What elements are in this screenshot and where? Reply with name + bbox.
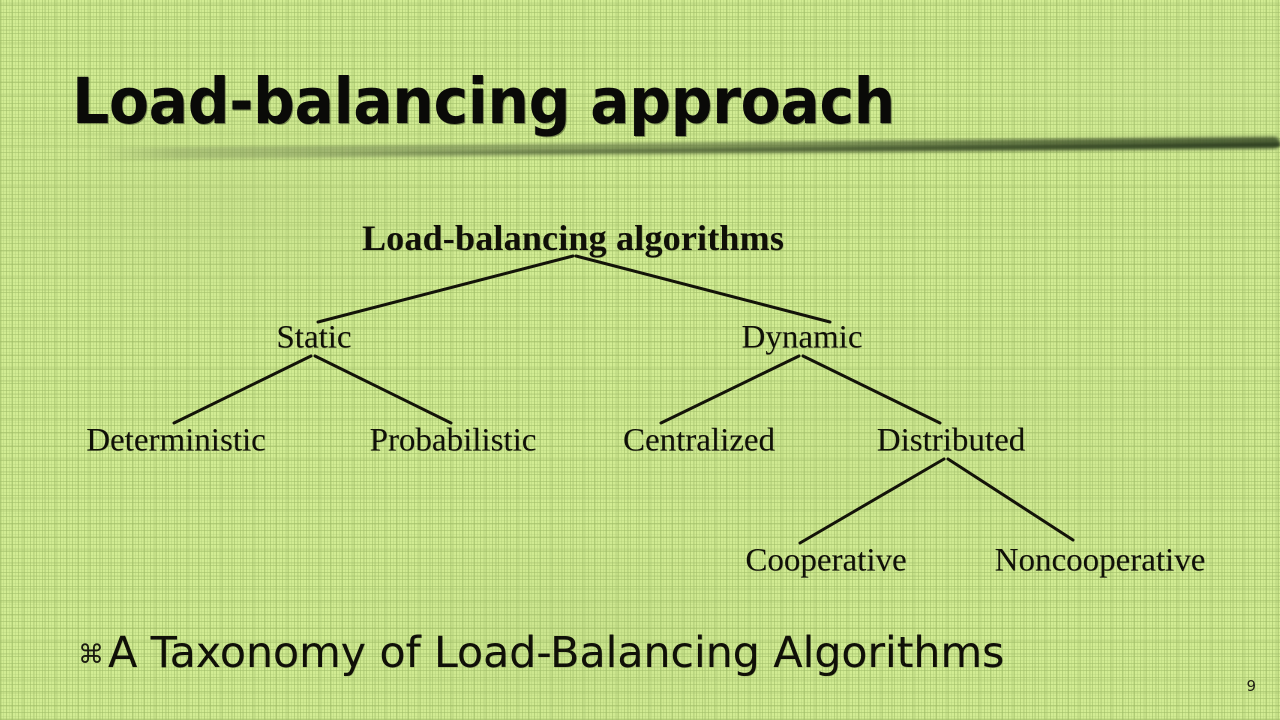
tree-edge xyxy=(172,354,313,425)
page-number: 9 xyxy=(1246,677,1256,695)
page-title: Load-balancing approach xyxy=(72,65,895,138)
tree-node-dynamic: Dynamic xyxy=(741,319,863,356)
tree-node-probabilistic: Probabilistic xyxy=(369,422,537,459)
tree-node-centralized: Centralized xyxy=(622,422,776,459)
tree-edge xyxy=(659,354,801,425)
tree-node-noncooperative: Noncooperative xyxy=(994,542,1206,579)
caption-text: A Taxonomy of Load-Balancing Algorithms xyxy=(108,628,1005,678)
tree-edge xyxy=(801,354,942,425)
tree-edge xyxy=(316,254,575,324)
tree-edge xyxy=(313,354,453,425)
tree-node-cooperative: Cooperative xyxy=(745,542,907,579)
tree-node-deterministic: Deterministic xyxy=(86,422,266,459)
tree-edge xyxy=(946,457,1075,542)
tree-edge xyxy=(574,254,832,324)
slide-caption: ⌘ A Taxonomy of Load-Balancing Algorithm… xyxy=(78,632,1004,675)
tree-node-root: Load-balancing algorithms xyxy=(361,218,785,258)
tree-node-static: Static xyxy=(276,319,352,356)
place-of-interest-icon: ⌘ xyxy=(78,639,104,670)
tree-edge xyxy=(798,457,946,545)
tree-node-distributed: Distributed xyxy=(876,422,1026,459)
